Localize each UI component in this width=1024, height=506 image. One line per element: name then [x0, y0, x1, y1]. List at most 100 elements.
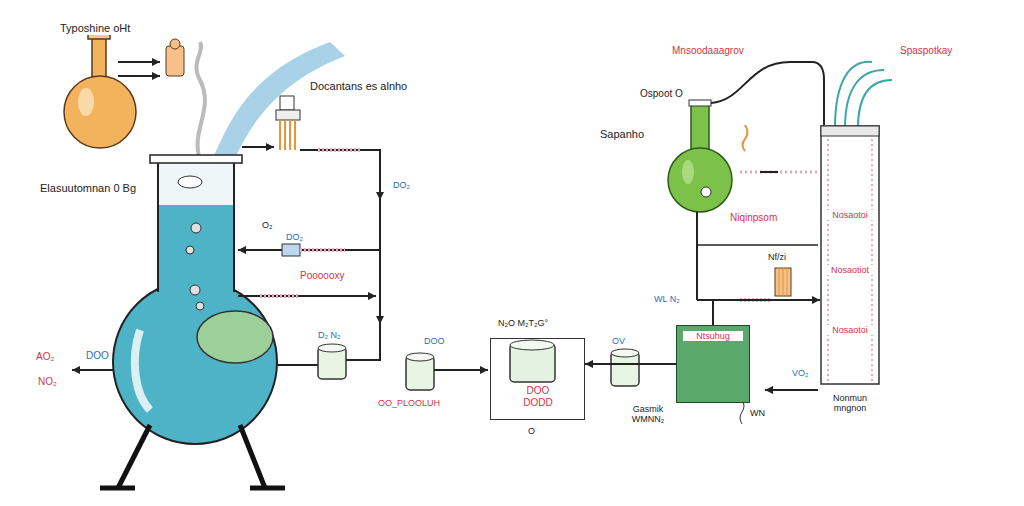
flow-arrow: [713, 300, 820, 325]
diagram-label: DO₂: [393, 180, 410, 190]
node-text: DOO DODD: [518, 385, 558, 408]
illustration-part: [300, 150, 380, 360]
diagram-label: D₂ N₂: [318, 330, 341, 340]
illustration-part: [135, 330, 150, 410]
illustration-part: [280, 96, 294, 110]
illustration-part: [118, 61, 160, 63]
edge-group: [713, 300, 820, 325]
illustration-part: [611, 349, 639, 357]
illustration-part: [191, 223, 201, 233]
illustration-part: [743, 125, 748, 151]
illustration-part: [379, 160, 381, 200]
illustration-part: [166, 46, 184, 76]
illustration-part: [233, 160, 235, 292]
diagram-label: O: [528, 426, 535, 436]
illustration-part: [240, 425, 265, 488]
node-text: Ntsuhug: [683, 331, 743, 341]
illustration-part: [72, 369, 113, 371]
illustration-part: [434, 369, 488, 371]
illustration-part: [276, 110, 300, 120]
node-text: Nosaotiot: [822, 265, 878, 275]
diagram-label: O₂: [262, 220, 273, 230]
illustration-part: [300, 248, 345, 252]
illustration-part: [157, 160, 159, 292]
edge-group: [585, 364, 676, 365]
illustration-part: [212, 42, 345, 160]
illustration-part: [701, 187, 711, 197]
illustration-part: [118, 75, 160, 77]
column-box: NosaotoiNosaotiotNosaotoiNonmun mngnon: [820, 125, 880, 425]
illustration-part: [118, 425, 150, 488]
tank-box: Ntsuhug: [676, 325, 750, 403]
diagram-label: WN: [750, 408, 765, 418]
diagram-label: Elasuutomnan 0 Bg: [40, 182, 136, 195]
illustration-part: [78, 88, 94, 116]
illustration-part: [406, 353, 434, 361]
illustration-part: [689, 100, 711, 106]
illustration-part: [858, 80, 892, 128]
illustration-part: [318, 148, 360, 152]
flow-arrow: [585, 363, 676, 365]
diagram-label: WL N₂: [654, 294, 680, 304]
illustration-part: [740, 171, 818, 174]
diagram-label: DOO: [424, 336, 445, 346]
diagram-label: Typoshine oHt: [60, 22, 130, 35]
diagram-label: DOO: [86, 350, 109, 362]
illustration-part: [260, 294, 300, 298]
diagram-label: AO₂: [36, 351, 54, 363]
illustration-part: [668, 148, 732, 212]
process-box: DOO DODD: [490, 338, 585, 420]
illustration-part: [196, 42, 204, 160]
diagram-label: Gasmik WMNN₂: [618, 404, 678, 425]
diagram-label: OV: [612, 336, 625, 346]
illustration-part: [318, 344, 346, 352]
illustration-part: [238, 249, 380, 251]
column-stripe: [827, 139, 829, 381]
illustration-part: [64, 76, 136, 148]
node-text: Nonmun mngnon: [822, 393, 878, 414]
illustration-part: [238, 295, 376, 297]
illustration-part: [760, 171, 778, 173]
diagram-label: Ospoot O: [640, 88, 683, 100]
diagram-label: Sapanho: [600, 128, 644, 141]
illustration-part: [178, 176, 202, 188]
illustration-part: [242, 146, 274, 148]
illustration-part: [696, 212, 698, 300]
diagram-label: VO₂: [792, 368, 809, 378]
column-body: [821, 126, 879, 384]
illustration-part: [510, 340, 554, 350]
illustration-part: [280, 120, 295, 150]
diagram-label: Spaspotkay: [900, 45, 952, 57]
column-header: [821, 126, 879, 136]
illustration-part: [835, 62, 872, 128]
column-outline: [820, 125, 880, 385]
illustration-part: [190, 285, 200, 295]
illustration-part: [779, 268, 787, 296]
diagram-label: N₂O M₂T₂G°: [498, 318, 548, 328]
diagram-label: Nf/zi: [768, 252, 786, 262]
illustration-part: [197, 311, 273, 363]
diagram-label: DO₂: [286, 232, 303, 242]
illustration-part: [697, 244, 818, 246]
illustration-part: [158, 160, 234, 310]
diagram-label: Poooooxy: [300, 270, 344, 282]
illustration-part: [250, 486, 285, 491]
diagram-label: Mnsoodaaagrov: [672, 45, 744, 57]
illustration-part: [682, 160, 694, 184]
illustration-part: [150, 155, 242, 163]
diagram-label: Docantans es alnho: [310, 80, 407, 93]
diagram-label: Niqinpsom: [730, 212, 777, 224]
illustration-part: [170, 39, 180, 49]
illustration-part: [740, 400, 744, 424]
diagram-label: OO_PLOOLUH: [378, 398, 440, 408]
node-text: Nosaotoi: [822, 210, 878, 220]
illustration-part: [186, 246, 194, 254]
illustration-part: [765, 389, 818, 391]
illustration-part: [276, 364, 318, 366]
node-text: Nosaotoi: [822, 325, 878, 335]
illustration-part: [100, 486, 135, 491]
illustration-part: [775, 268, 791, 296]
